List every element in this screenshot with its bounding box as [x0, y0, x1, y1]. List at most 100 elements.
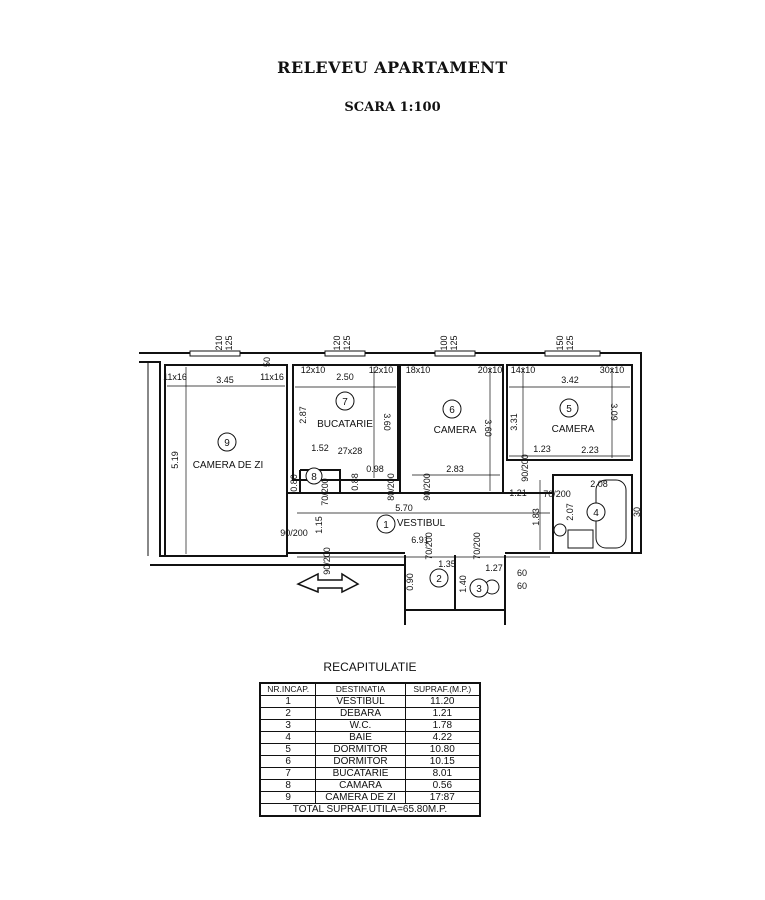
room-number-cell: 6 [259, 755, 317, 768]
wall-section: 14x10 [511, 365, 536, 375]
door-size: 70/200 [320, 478, 330, 506]
room-number: 7 [342, 397, 348, 408]
dimension: 30 [632, 507, 642, 517]
dimension: 0.88 [350, 473, 360, 491]
room-number: 5 [566, 404, 572, 415]
dimension: 1.40 [458, 575, 468, 593]
dimension: 1.27 [485, 563, 503, 573]
window-height: 125 [449, 335, 459, 350]
scale-label: SCARA 1:100 [344, 100, 441, 115]
door-size: 80/200 [386, 473, 396, 501]
window-height: 125 [224, 335, 234, 350]
window [324, 350, 366, 357]
dimension: 0.80 [289, 474, 299, 492]
room-number: 6 [449, 405, 455, 416]
wall-section: 20x10 [478, 365, 503, 375]
room-number-cell: 8 [259, 779, 317, 792]
window [189, 350, 241, 357]
window-height: 125 [342, 335, 352, 350]
room-marker-8 [305, 467, 323, 485]
column-header: DESTINATIA [315, 682, 406, 696]
window [544, 350, 601, 357]
room-marker-1 [376, 514, 396, 534]
destination-cell: CAMERA DE ZI [315, 791, 406, 804]
room-number-cell: 4 [259, 731, 317, 744]
dimension: 5.70 [395, 503, 413, 513]
door-size: 90/200 [280, 528, 308, 538]
room-number-cell: 5 [259, 743, 317, 756]
window [434, 350, 476, 357]
room-marker-2 [429, 568, 449, 588]
dimension: 3.09 [609, 403, 619, 421]
table-header-row: NR.INCAP. DESTINATIA SUPRAF.(M.P.) [259, 682, 481, 696]
door-size: 90/200 [422, 473, 432, 501]
room-number-cell: 2 [259, 707, 317, 720]
area-cell: 1.78 [404, 719, 481, 732]
dimension: 6.91 [411, 535, 429, 545]
wall-section: 12x10 [301, 365, 326, 375]
door-size: 90/200 [520, 454, 530, 482]
document-title: RELEVEU APARTAMENT [277, 58, 508, 77]
dimension: 3.60 [382, 413, 392, 431]
room-number-cell: 7 [259, 767, 317, 780]
dimension: 2.08 [590, 479, 608, 489]
dimension: 1.35 [438, 559, 456, 569]
room-marker-9 [217, 432, 237, 452]
entry-arrow-icon [296, 572, 360, 594]
dimension: 0.90 [405, 573, 415, 591]
room-marker-4 [586, 502, 606, 522]
area-cell: 1.21 [404, 707, 481, 720]
dimension: 60 [517, 568, 527, 578]
window-width: 150 [555, 335, 565, 350]
recap-title: RECAPITULATIE [323, 660, 417, 674]
destination-cell: W.C. [315, 719, 406, 732]
dimension: 3.42 [561, 375, 579, 385]
room-marker-6 [442, 399, 462, 419]
area-cell: 11.20 [404, 695, 481, 708]
room-name: BUCATARIE [317, 419, 373, 430]
column-header: NR.INCAP. [259, 682, 317, 696]
area-cell: 4.22 [404, 731, 481, 744]
total-cell: TOTAL SUPRAF.UTILA=65.80M.P. [259, 803, 481, 817]
room-marker-7 [335, 391, 355, 411]
door-size: 90/200 [322, 547, 332, 575]
dimension: 3.31 [509, 413, 519, 431]
room-name: VESTIBUL [397, 518, 446, 529]
window-width: 100 [439, 335, 449, 350]
destination-cell: CAMARA [315, 779, 406, 792]
dimension: 1.52 [311, 443, 329, 453]
dimension: 1.83 [531, 508, 541, 526]
room-name: CAMERA DE ZI [193, 460, 264, 471]
area-cell: 0.56 [404, 779, 481, 792]
walls [139, 352, 642, 625]
wall-section: 18x10 [406, 365, 431, 375]
wall-section: 30x10 [600, 365, 625, 375]
destination-cell: BUCATARIE [315, 767, 406, 780]
room-number: 3 [476, 584, 482, 595]
dimension: 60 [517, 581, 527, 591]
area-cell: 17:87 [404, 791, 481, 804]
dimension: 3.45 [216, 375, 234, 385]
destination-cell: VESTIBUL [315, 695, 406, 708]
wall-section: 11x16 [163, 372, 187, 382]
area-cell: 10.15 [404, 755, 481, 768]
column-header: SUPRAF.(M.P.) [404, 682, 481, 696]
window-height: 125 [565, 335, 575, 350]
dimension: 5.19 [170, 451, 180, 469]
destination-cell: DORMITOR [315, 743, 406, 756]
dimension: 2.83 [446, 464, 464, 474]
dimension: 1.21 [509, 488, 527, 498]
room-number: 1 [383, 520, 389, 531]
dimension: 1.23 [533, 444, 551, 454]
room-number-cell: 9 [259, 791, 317, 804]
room-marker-3 [469, 578, 489, 598]
